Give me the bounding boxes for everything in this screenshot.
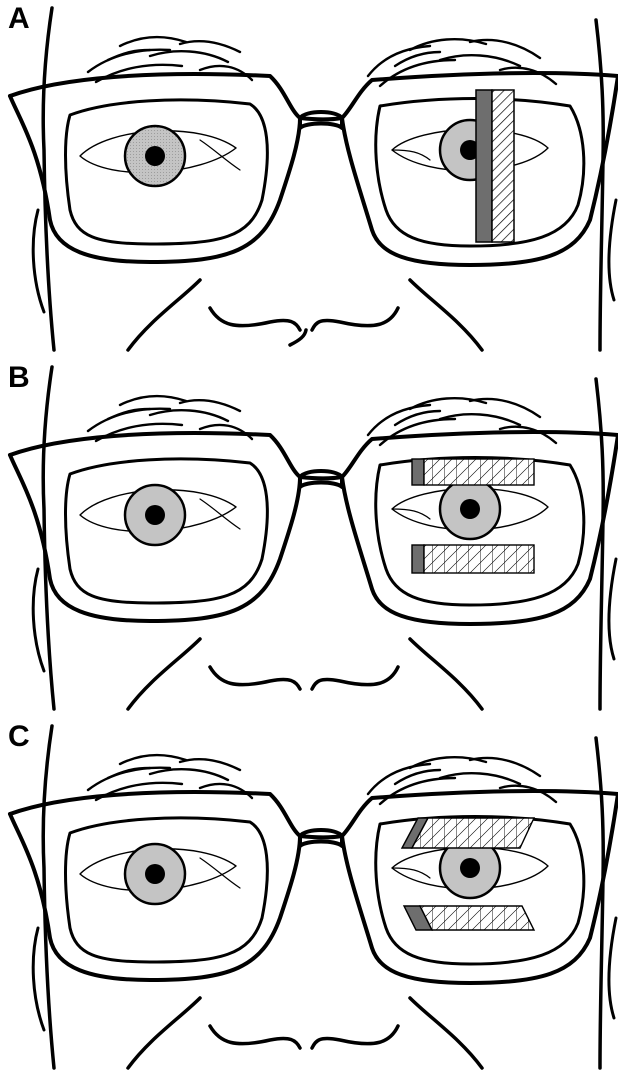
left-ear: [33, 928, 44, 1030]
panel-label-c: C: [8, 720, 30, 754]
left-ear: [33, 210, 44, 312]
head-left-outline: [43, 367, 54, 709]
panel-label-a: A: [8, 2, 30, 36]
right-eye: [392, 120, 548, 180]
prism-lower-band: [412, 545, 534, 573]
panel-b-drawing: [0, 359, 618, 718]
right-ear: [609, 200, 616, 300]
prism-base-edge: [476, 90, 492, 242]
prism-vertical-strip: [476, 90, 514, 242]
head-left-outline: [43, 8, 54, 350]
prism-hatched-face: [492, 90, 514, 242]
nose: [128, 998, 482, 1068]
right-eye: [392, 479, 548, 539]
head-left-outline: [43, 726, 54, 1068]
panel-b: B: [0, 359, 618, 718]
panel-a: A: [0, 0, 618, 359]
panel-c-drawing: [0, 718, 618, 1077]
prism-upper-band: [412, 459, 534, 485]
right-pupil: [460, 858, 480, 878]
panel-c: C: [0, 718, 618, 1077]
glasses-frame: [10, 73, 618, 265]
left-eye: [80, 844, 240, 904]
prism-upper-slanted-band: [402, 818, 534, 848]
left-pupil: [145, 505, 165, 525]
right-ear: [609, 918, 616, 1018]
right-pupil: [460, 499, 480, 519]
left-eye: [80, 126, 240, 186]
left-pupil: [145, 146, 165, 166]
prism-lower-slanted-band: [404, 906, 534, 930]
left-ear: [33, 569, 44, 671]
nose: [128, 639, 482, 709]
panel-label-b: B: [8, 361, 30, 395]
nose: [128, 280, 482, 350]
right-ear: [609, 559, 616, 659]
left-eye: [80, 485, 240, 545]
left-pupil: [145, 864, 165, 884]
panel-a-drawing: [0, 0, 618, 359]
